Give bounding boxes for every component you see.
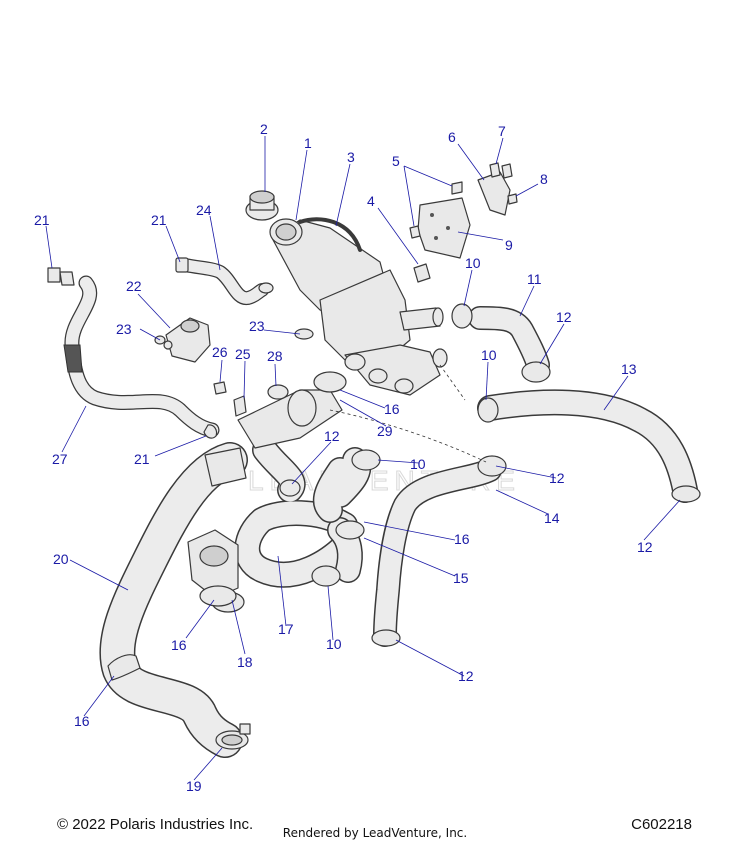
callout-18: 18 [237,654,253,670]
bracket-9 [417,197,471,259]
callout-11: 11 [527,271,542,287]
callout-26: 26 [212,344,228,360]
callout-23-a: 23 [116,321,132,337]
callout-9: 9 [505,237,513,253]
hose-upper-12 [312,447,372,523]
clamp-23 [154,328,314,345]
hose-20 [99,442,248,758]
hose-21-end [47,267,218,439]
alignment-line [329,364,487,463]
callout-17: 17 [278,621,294,637]
clamps-12 [279,361,701,647]
callout-8: 8 [540,171,548,187]
hose-11 [468,306,550,377]
callout-7: 7 [498,123,506,139]
callout-29: 29 [377,423,393,439]
hose-24 [175,257,274,305]
hose-13 [477,389,698,503]
hose-14 [373,458,502,647]
callout-12-d: 12 [637,539,653,555]
leader-lines [45,136,681,781]
copyright-text: © 2022 Polaris Industries Inc. [57,816,254,833]
thermostat-housing-18 [187,529,239,607]
callout-10-d: 10 [326,636,342,652]
callout-1: 1 [304,135,312,151]
fitting-22 [163,317,211,363]
callout-27: 27 [52,451,68,467]
water-outlet [344,344,448,396]
callout-14: 14 [544,510,560,526]
drawing-number: C602218 [631,816,692,833]
callout-16-a: 16 [384,401,400,417]
callout-10-b: 10 [481,347,497,363]
callout-23-b: 23 [249,318,265,334]
tee-fitting-28 [237,384,343,449]
clamps-10 [311,303,499,587]
callout-12-b: 12 [324,428,340,444]
callout-21-c: 21 [134,451,150,467]
callout-12-e: 12 [458,668,474,684]
callout-3: 3 [347,149,355,165]
callout-19: 19 [186,778,202,794]
callout-16-c: 16 [171,637,187,653]
callout-25: 25 [235,346,251,362]
callout-10-c: 10 [410,456,426,472]
clamp-19 [215,723,251,750]
callout-24: 24 [196,202,212,218]
callout-16-b: 16 [454,531,470,547]
callout-28: 28 [267,348,283,364]
callout-6: 6 [448,129,456,145]
rendered-by-text: Rendered by LeadVenture, Inc. [282,826,468,840]
callout-16-d: 16 [74,713,90,729]
sensor-4 [413,263,431,283]
callout-12-c: 12 [549,470,565,486]
hose-27 [63,275,220,438]
callout-5: 5 [392,153,400,169]
callout-22: 22 [126,278,142,294]
callout-numbers: 1 2 3 4 5 6 7 8 9 10 11 12 10 13 16 29 1… [34,121,653,794]
callout-21-a: 21 [34,212,50,228]
callout-12-a: 12 [556,309,572,325]
callout-15: 15 [453,570,469,586]
callout-13: 13 [621,361,637,377]
callout-4: 4 [367,193,375,209]
clamp-25-26 [213,381,247,417]
callout-20: 20 [53,551,69,567]
bolts-5-7-8 [409,162,518,239]
callout-10-a: 10 [465,255,481,271]
cap-2 [245,190,279,221]
callout-2: 2 [260,121,268,137]
callout-21-b: 21 [151,212,167,228]
